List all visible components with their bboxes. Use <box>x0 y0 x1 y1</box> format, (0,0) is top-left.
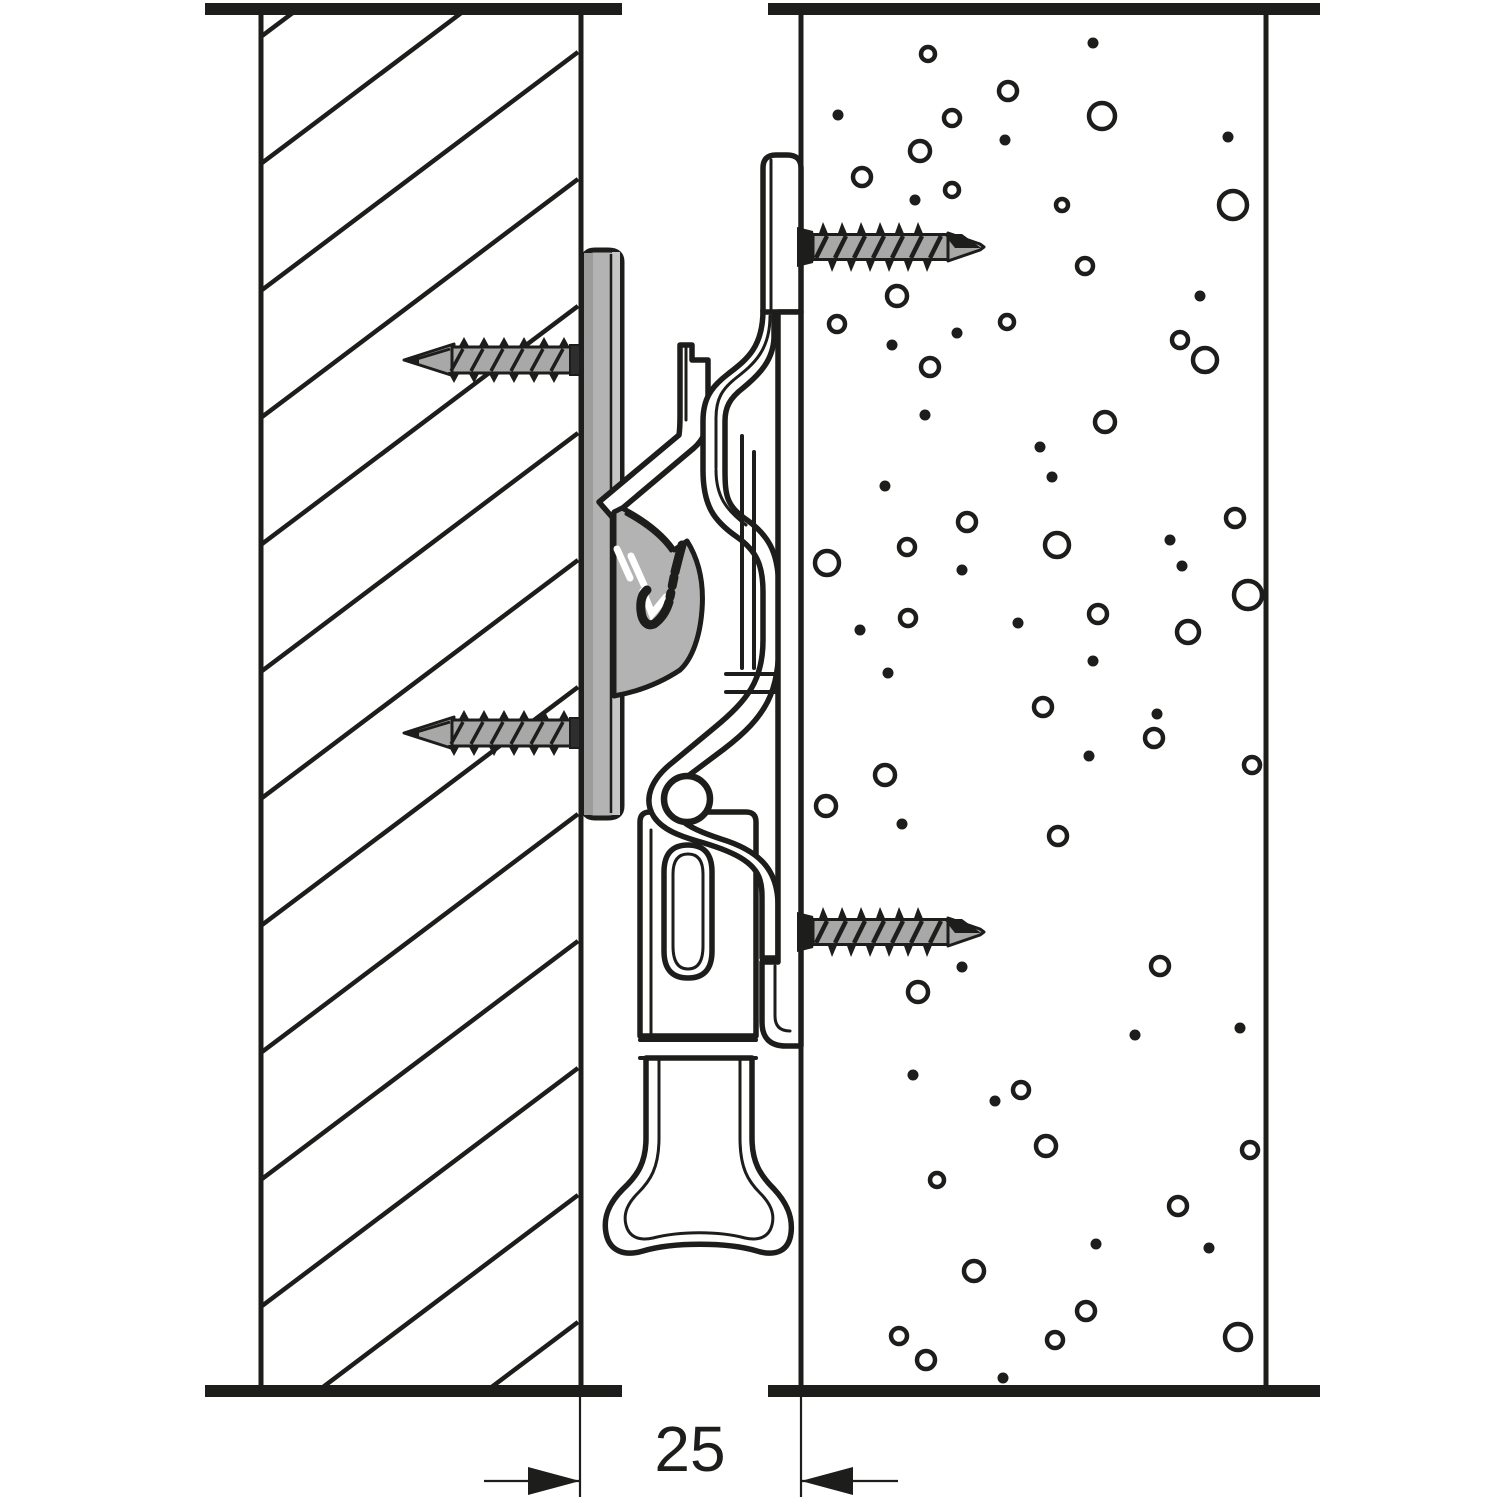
wood-hatch-pattern <box>263 15 579 1385</box>
hanger-hook <box>611 505 705 699</box>
rail-wall-sheet <box>759 309 804 1049</box>
right-panel-bottom-cap <box>768 1385 1320 1397</box>
wood-screw <box>402 337 581 383</box>
dimension-arrow-right <box>801 1467 853 1495</box>
self-drilling-screw <box>797 907 986 957</box>
hook-highlight-mark <box>627 552 648 589</box>
pivot-pin <box>660 772 714 826</box>
wall-rail <box>646 152 804 1049</box>
concrete-stipple-pattern <box>812 37 1264 1384</box>
screws <box>402 222 986 957</box>
pad-shade-strip <box>584 253 593 815</box>
dimension-value: 25 <box>654 1413 725 1485</box>
wood-screw <box>402 710 581 756</box>
rail-wall-tab <box>760 152 804 315</box>
dimension-25: 25 <box>484 1397 898 1497</box>
hanger-fitting <box>580 152 804 1256</box>
rail-s-sheet <box>646 307 782 961</box>
left-panel-top-cap <box>205 3 622 15</box>
right-panel-top-cap <box>768 3 1320 15</box>
left-panel <box>205 3 622 1397</box>
lever-slot <box>661 842 715 981</box>
adjuster-lever <box>602 809 795 1256</box>
lever-foot <box>602 1055 795 1256</box>
hook-highlight-mark <box>613 545 634 582</box>
hook-edge-wire <box>670 540 687 577</box>
right-panel <box>768 3 1320 1397</box>
self-drilling-screw <box>797 222 986 272</box>
hook-edge-wire <box>636 585 674 630</box>
hook-hidden-line <box>665 572 679 602</box>
left-panel-bottom-cap <box>205 1385 622 1397</box>
dimension-arrow-left <box>528 1467 580 1495</box>
